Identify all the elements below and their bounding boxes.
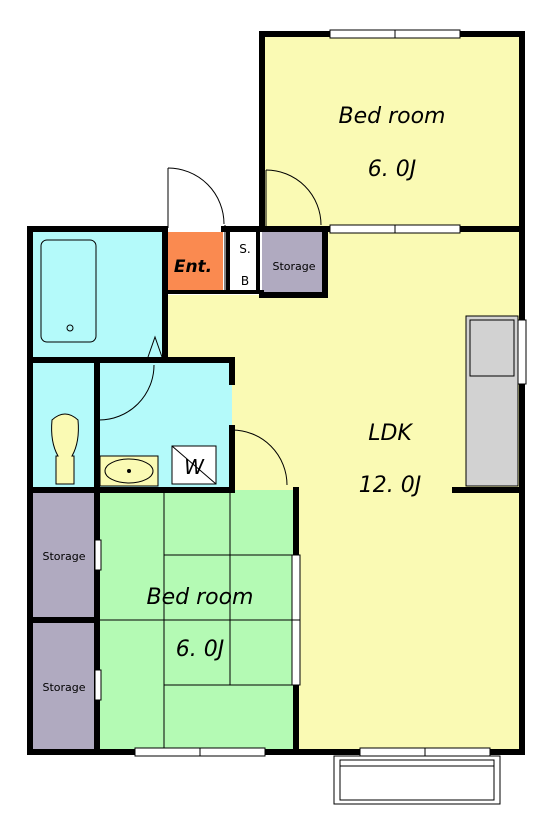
bedroom-upper-name: Bed room <box>339 104 446 129</box>
washer-label: W <box>184 455 205 479</box>
ldk-name: LDK <box>368 421 413 446</box>
entrance-floor <box>165 232 223 292</box>
storage-upper-floor <box>33 490 97 620</box>
storage-upper-label: Storage <box>42 550 85 563</box>
ldk-floor <box>165 229 522 752</box>
bathtub-drain-icon <box>66 324 74 332</box>
shoebox-label-bottom: B <box>241 274 249 288</box>
storage-entry-floor <box>262 229 325 295</box>
storage-entry-label: Storage <box>272 260 315 273</box>
toilet-icon <box>51 413 79 485</box>
bedroom-lower-floor <box>97 490 296 752</box>
bedroom-upper-floor <box>262 34 522 229</box>
washer-diagonal-icon <box>171 445 217 485</box>
bedroom-upper-size: 6. 0J <box>368 157 416 182</box>
tatami-lines <box>97 490 296 752</box>
kitchen-sink <box>469 319 515 377</box>
windows <box>94 29 527 757</box>
shoebox-label-top: S. <box>239 242 250 256</box>
washbasin-drain-icon <box>127 469 131 473</box>
bedroom-lower-size: 6. 0J <box>176 637 224 662</box>
entrance-label: Ent. <box>174 257 212 277</box>
bathtub-icon <box>40 239 97 343</box>
balcony <box>333 755 501 805</box>
bedroom-lower-name: Bed room <box>147 585 254 610</box>
storage-lower-label: Storage <box>42 681 85 694</box>
ldk-size: 12. 0J <box>359 473 421 498</box>
storage-lower-floor <box>33 622 97 752</box>
shoebox-floor <box>232 232 258 292</box>
